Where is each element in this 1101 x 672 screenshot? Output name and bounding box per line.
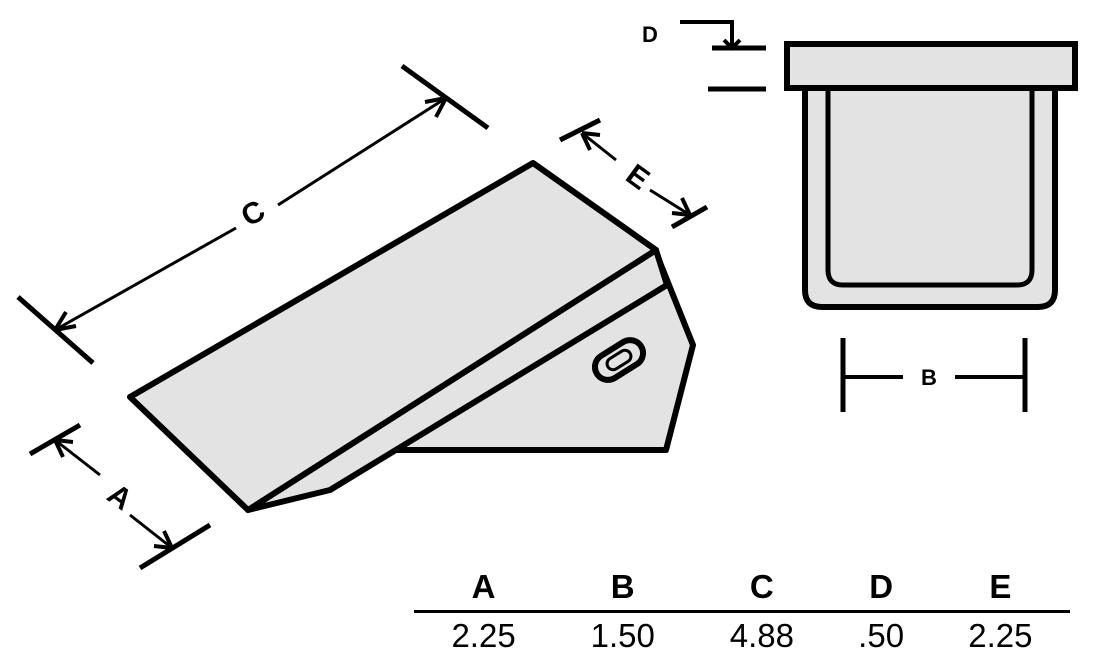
top-plate (784, 41, 1078, 91)
table-cell: 2.25 (968, 617, 1033, 654)
isometric-view (127, 160, 696, 513)
table-cell: 1.50 (590, 617, 655, 654)
table-header: E (930, 568, 1070, 613)
dimension-c (16, 63, 490, 365)
table-header: B (553, 568, 693, 613)
dimension-b-label: B (921, 365, 937, 390)
top-face (127, 160, 659, 513)
slot-hole (591, 337, 647, 383)
dimension-table: A B C D E 2.25 1.50 4.88 .50 2.25 (414, 568, 1070, 655)
table-header: D (831, 568, 931, 613)
channel-inner (825, 85, 1035, 288)
table-cell: 2.25 (451, 617, 516, 654)
table-header: C (692, 568, 832, 613)
dimension-d (680, 20, 766, 92)
table-cell: .50 (858, 617, 905, 654)
table-header: A (414, 568, 554, 613)
dimension-e (558, 117, 709, 230)
table-row: 2.25 1.50 4.88 .50 2.25 (414, 612, 1070, 656)
dimension-a (28, 422, 212, 571)
end-view (784, 41, 1078, 310)
table-cell: 4.88 (729, 617, 794, 654)
dimension-c-label: C (236, 194, 271, 233)
table-header-row: A B C D E (414, 568, 1070, 613)
dimension-d-label: D (642, 22, 658, 47)
dimension-b (840, 338, 1028, 412)
dimension-a-label: A (101, 478, 138, 517)
